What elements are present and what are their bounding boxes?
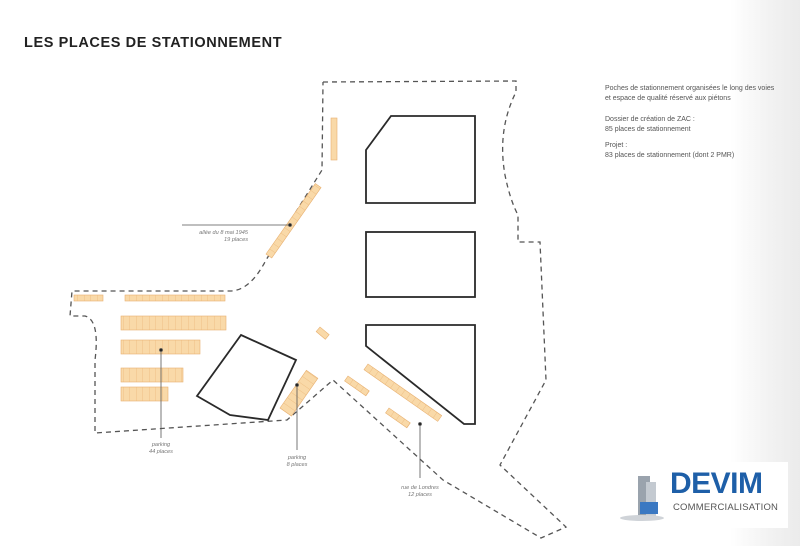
parking-strip-londres-b (363, 363, 443, 422)
parking-strip-west-small (73, 294, 104, 302)
side-notes: Poches de stationnement organisées le lo… (605, 84, 795, 167)
parking-strip-north (330, 117, 338, 161)
label-allee: allée du 8 mai 1945 19 places (199, 230, 248, 243)
parking-block-4 (120, 386, 169, 402)
building-logo-icon (620, 476, 664, 521)
note-intro: Poches de stationnement organisées le lo… (605, 85, 775, 102)
note-zac: Dossier de création de ZAC : 85 places d… (605, 116, 695, 133)
parking-strip-west-top (124, 294, 226, 302)
leader-lines (159, 223, 422, 478)
parking-block-3 (120, 367, 184, 383)
building-north (365, 115, 476, 204)
label-parking-center: parking 8 places (286, 455, 308, 468)
parking-stalls (73, 117, 443, 429)
parking-strip-center (279, 369, 319, 417)
parking-strip-londres-c (385, 407, 411, 429)
label-parking-west: parking 44 places (149, 442, 173, 455)
buildings (195, 115, 476, 425)
logo-brand: DEVIM (670, 467, 763, 500)
parking-single-center (315, 326, 330, 340)
devim-logo: DEVIM COMMERCIALISATION (618, 462, 788, 528)
parking-block-2 (120, 339, 201, 355)
label-rue-londres: rue de Londres 12 places (401, 485, 439, 498)
parking-strip-londres-a (344, 375, 370, 397)
building-middle (365, 231, 476, 298)
parking-strip-allee (265, 183, 322, 259)
page-title: LES PLACES DE STATIONNEMENT (24, 35, 283, 51)
logo-subtitle: COMMERCIALISATION (673, 502, 779, 513)
building-southwest (195, 333, 298, 421)
parking-block-1 (120, 315, 227, 331)
building-southeast (365, 324, 476, 425)
note-projet: Projet : 83 places de stationnement (don… (605, 142, 735, 159)
site-boundary (69, 80, 568, 539)
